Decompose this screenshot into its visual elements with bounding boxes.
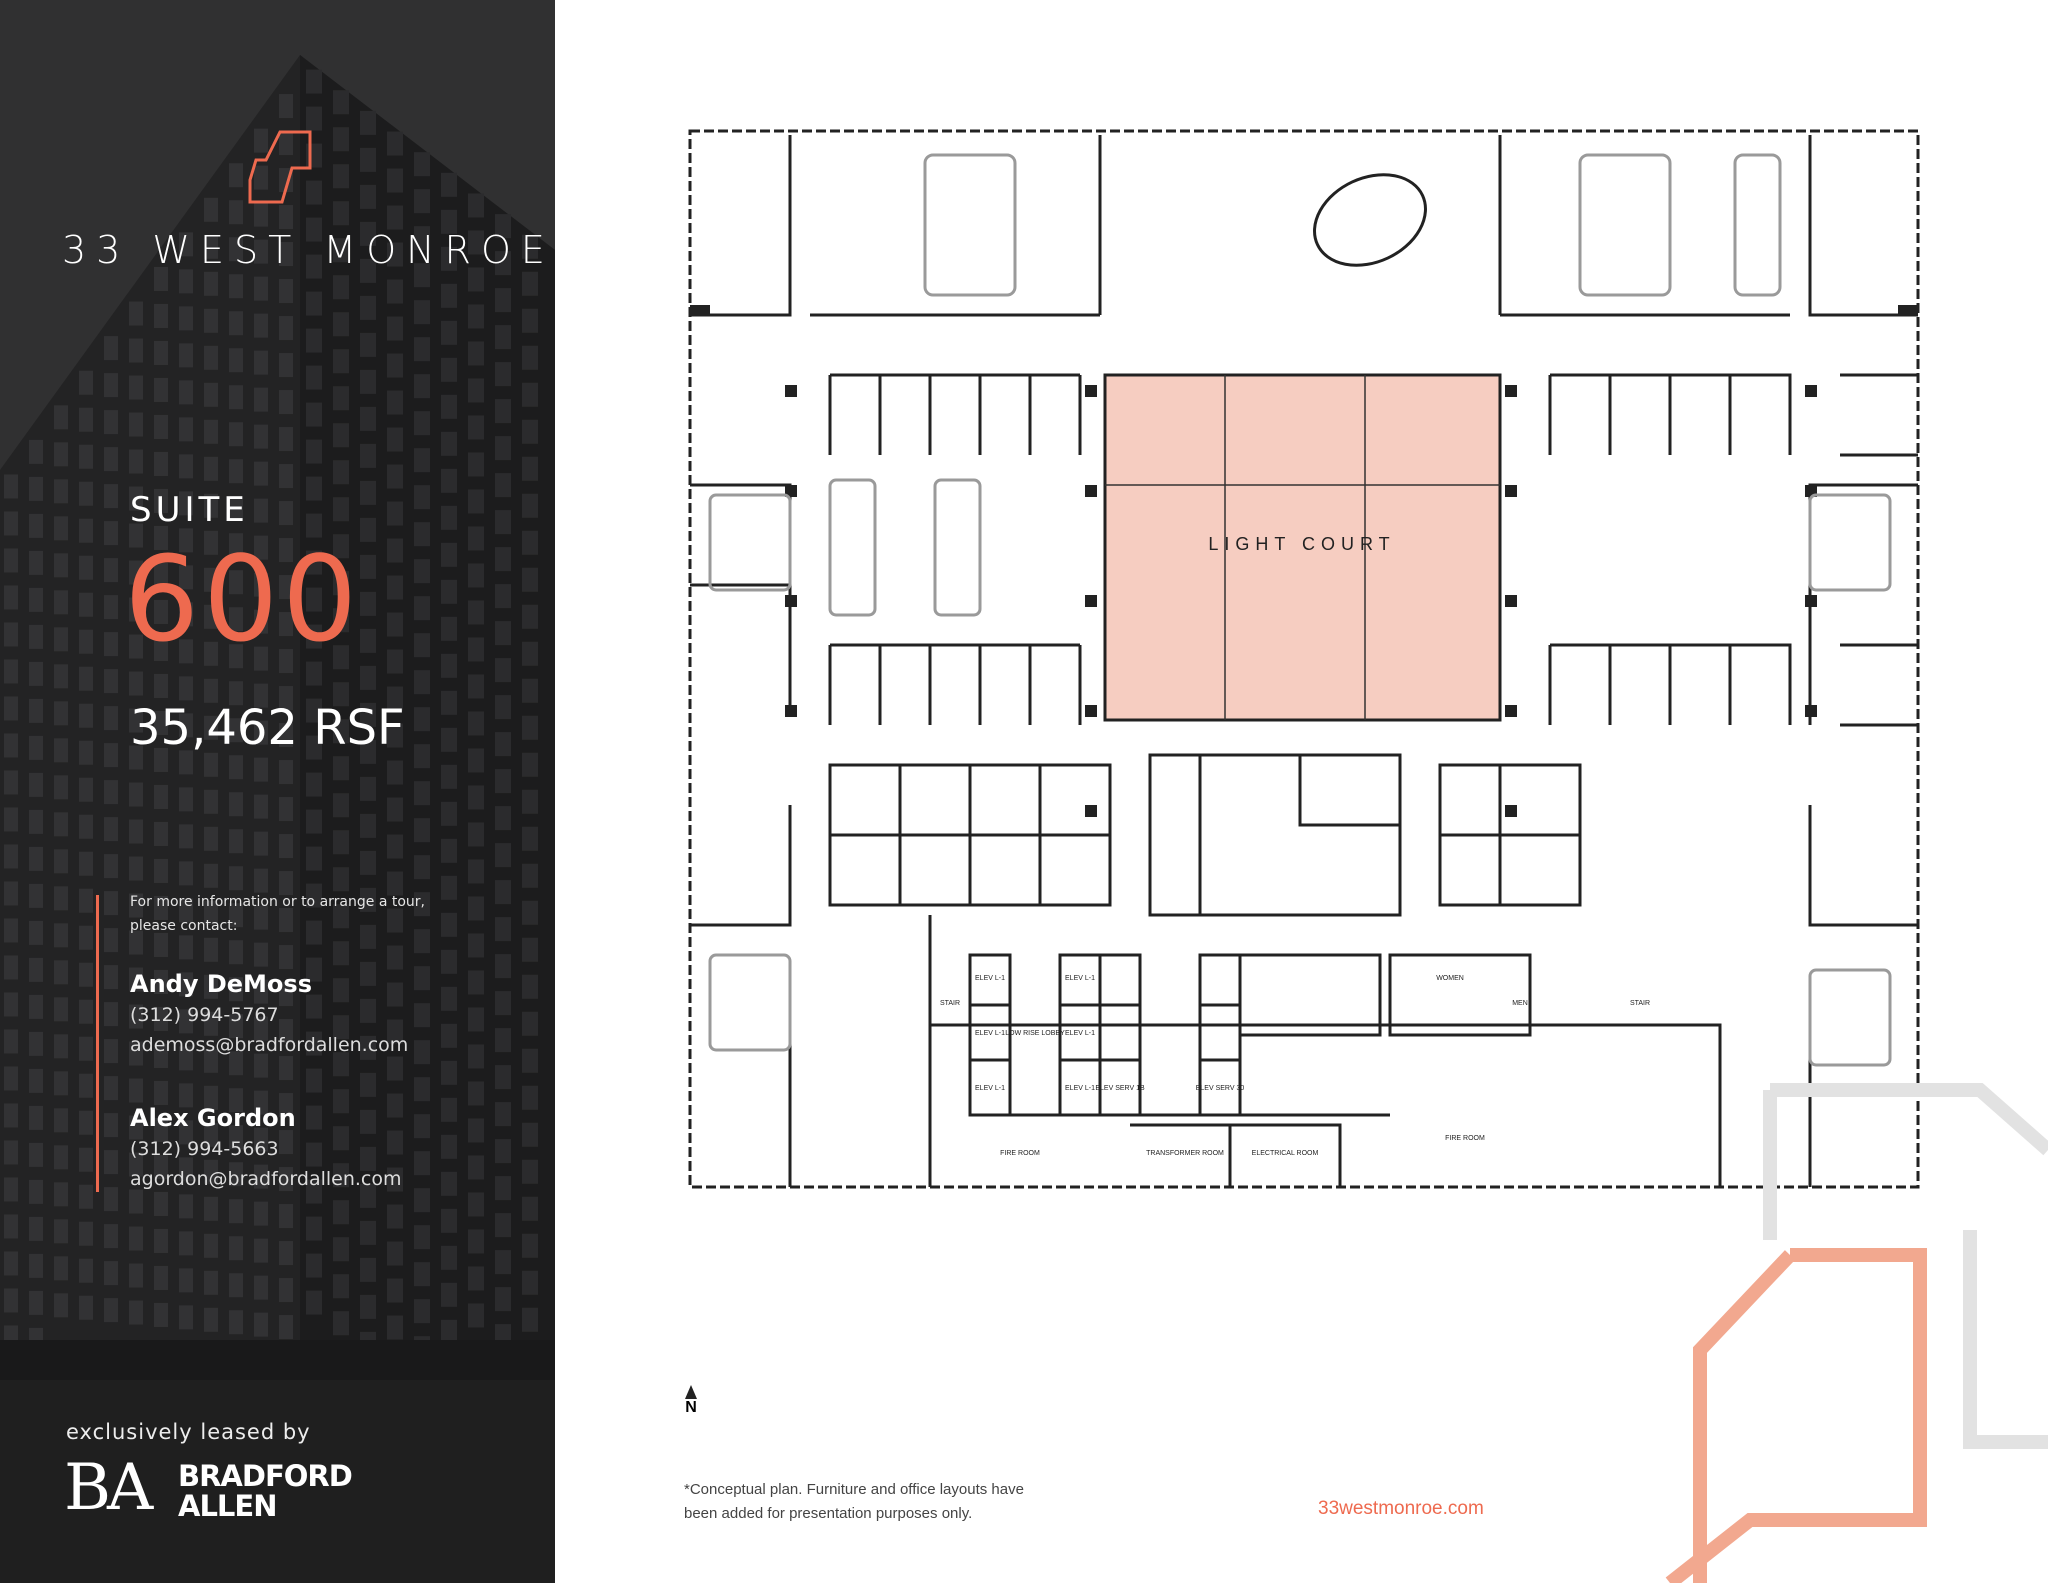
light-court-area: [1103, 373, 1502, 722]
room-label: MEN: [1512, 1000, 1528, 1007]
contact-email[interactable]: ademoss@bradfordallen.com: [130, 1034, 409, 1056]
building-logo-icon: [248, 130, 312, 204]
suite-number: 600: [124, 530, 362, 668]
room-label: ELEV SERV 1B: [1095, 1085, 1145, 1092]
light-court-label: LIGHT COURT: [1208, 534, 1395, 554]
contact-intro-line1: For more information or to arrange a tou…: [130, 894, 425, 910]
decorative-outline-graphic: [1665, 1083, 2048, 1583]
contact-intro-line2: please contact:: [130, 918, 238, 934]
building-photo: [0, 0, 555, 1583]
website-link[interactable]: 33westmonroe.com: [1318, 1498, 1484, 1519]
north-arrow: N: [681, 1384, 701, 1416]
disclaimer: *Conceptual plan. Furniture and office l…: [684, 1478, 1084, 1526]
suite-label: SUITE: [130, 490, 249, 530]
floor-plan: LIGHT COURT ELEV L-1 ELEV L-1 ELEV L-1 E…: [688, 129, 1920, 1189]
room-label: STAIR: [1630, 1000, 1650, 1007]
disclaimer-line2: been added for presentation purposes onl…: [684, 1505, 973, 1522]
room-label: STAIR: [940, 1000, 960, 1007]
room-label: ELEV L-1: [1065, 1085, 1095, 1092]
ba-monogram: BA: [64, 1451, 153, 1525]
room-label: WOMEN: [1436, 975, 1464, 982]
room-label: ELEV L-1: [1065, 1030, 1095, 1037]
room-label: ELEV L-1: [975, 975, 1005, 982]
leased-by-label: exclusively leased by: [66, 1420, 311, 1444]
north-label: N: [685, 1399, 697, 1416]
room-label: ELECTRICAL ROOM: [1252, 1150, 1319, 1157]
room-label: TRANSFORMER ROOM: [1146, 1150, 1224, 1157]
suite-area: 35,462 RSF: [130, 700, 405, 756]
contact-card-1: Andy DeMoss (312) 994-5767 ademoss@bradf…: [130, 970, 408, 1056]
room-labels: ELEV L-1 ELEV L-1 ELEV L-1 ELEV L-1 ELEV…: [940, 975, 1650, 1157]
room-label: ELEV L-1: [975, 1030, 1005, 1037]
room-label: FIRE ROOM: [1000, 1150, 1040, 1157]
room-label: ELEV SERV 30: [1196, 1085, 1245, 1092]
room-label: ELEV L-1: [975, 1085, 1005, 1092]
contact-intro: For more information or to arrange a tou…: [130, 890, 440, 938]
room-label: FIRE ROOM: [1445, 1135, 1485, 1142]
ba-word-bradford: BRADFORD: [178, 1459, 353, 1493]
disclaimer-line1: *Conceptual plan. Furniture and office l…: [684, 1481, 1024, 1498]
room-label: ELEV L-1: [1065, 975, 1095, 982]
contact-name: Andy DeMoss: [130, 970, 312, 998]
contact-card-2: Alex Gordon (312) 994-5663 agordon@bradf…: [130, 1104, 402, 1190]
room-label: LOW RISE LOBBY: [1005, 1030, 1065, 1037]
north-arrow-icon: [685, 1385, 697, 1399]
sidebar-panel: 33 WEST MONROE SUITE 600 35,462 RSF For …: [0, 0, 555, 1583]
contact-phone[interactable]: (312) 994-5767: [130, 1004, 279, 1026]
contact-accent-bar: [96, 895, 99, 1192]
contact-email[interactable]: agordon@bradfordallen.com: [130, 1168, 402, 1190]
contact-name: Alex Gordon: [130, 1104, 296, 1132]
building-name: 33 WEST MONROE: [62, 228, 555, 272]
ba-word-allen: ALLEN: [178, 1489, 277, 1523]
contact-phone[interactable]: (312) 994-5663: [130, 1138, 279, 1160]
